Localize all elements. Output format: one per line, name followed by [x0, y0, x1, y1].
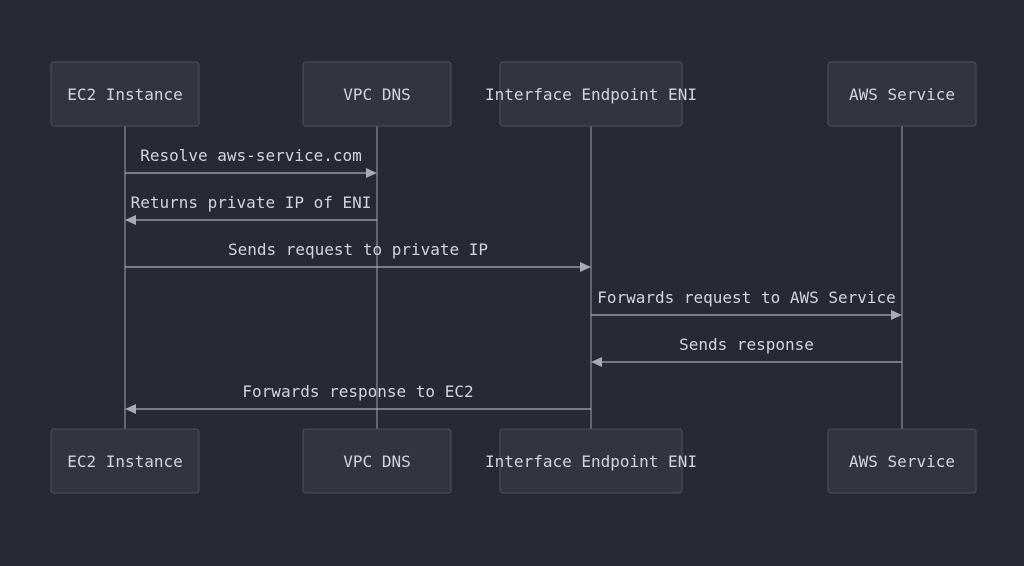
message-2: Returns private IP of ENI	[125, 193, 377, 225]
actor-label: Interface Endpoint ENI	[485, 452, 697, 471]
actor-box	[50, 428, 200, 494]
actor-eni-bottom[interactable]: Interface Endpoint ENI	[485, 428, 697, 494]
message-5: Sends response	[591, 335, 902, 367]
actor-box	[50, 61, 200, 127]
actor-dns-top[interactable]: VPC DNS	[302, 61, 452, 127]
actor-label: AWS Service	[849, 85, 955, 104]
actor-eni-top[interactable]: Interface Endpoint ENI	[485, 61, 697, 127]
message-4: Forwards request to AWS Service	[591, 288, 902, 320]
arrowhead-icon	[366, 168, 377, 178]
arrowhead-icon	[125, 404, 136, 414]
message-1: Resolve aws-service.com	[125, 146, 377, 178]
arrowhead-icon	[591, 357, 602, 367]
actor-label: EC2 Instance	[67, 85, 183, 104]
actor-box	[827, 428, 977, 494]
message-label: Forwards response to EC2	[242, 382, 473, 401]
message-6: Forwards response to EC2	[125, 382, 591, 414]
actor-label: VPC DNS	[343, 452, 410, 471]
actor-ec2-bottom[interactable]: EC2 Instance	[50, 428, 200, 494]
actor-label: EC2 Instance	[67, 452, 183, 471]
message-label: Sends response	[679, 335, 814, 354]
message-label: Sends request to private IP	[228, 240, 488, 259]
actor-label: VPC DNS	[343, 85, 410, 104]
message-label: Forwards request to AWS Service	[597, 288, 896, 307]
arrowhead-icon	[580, 262, 591, 272]
actor-box	[302, 428, 452, 494]
actor-label: AWS Service	[849, 452, 955, 471]
message-label: Returns private IP of ENI	[131, 193, 372, 212]
actor-dns-bottom[interactable]: VPC DNS	[302, 428, 452, 494]
actor-box	[302, 61, 452, 127]
actor-box	[827, 61, 977, 127]
message-label: Resolve aws-service.com	[140, 146, 362, 165]
arrowhead-icon	[125, 215, 136, 225]
actor-box	[499, 428, 683, 494]
arrowhead-icon	[891, 310, 902, 320]
actor-label: Interface Endpoint ENI	[485, 85, 697, 104]
actor-ec2-top[interactable]: EC2 Instance	[50, 61, 200, 127]
actor-svc-top[interactable]: AWS Service	[827, 61, 977, 127]
actor-svc-bottom[interactable]: AWS Service	[827, 428, 977, 494]
lifelines	[124, 126, 903, 429]
actors-top-row: EC2 Instance VPC DNS Interface Endpoint EN…	[50, 61, 977, 127]
actors-bottom-row: EC2 Instance VPC DNS Interface Endpoint EN…	[50, 428, 977, 494]
actor-box	[499, 61, 683, 127]
message-3: Sends request to private IP	[125, 240, 591, 272]
